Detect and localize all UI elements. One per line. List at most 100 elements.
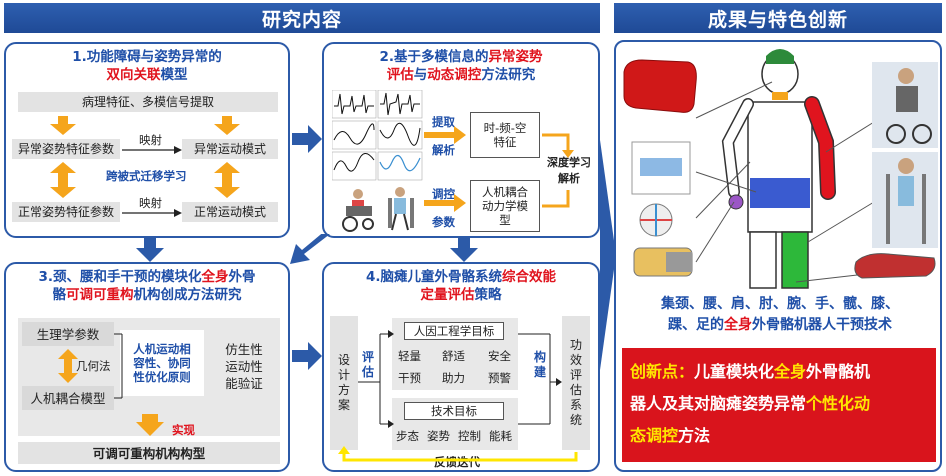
principle-box: 人机运动相 容性、协同 性优化原则: [120, 330, 204, 396]
panel-1-arrows: [50, 116, 240, 217]
panel-3: 3.颈、腰和手干预的模块化全身外骨 骼可调可重构机构创成方法研究 生理学参数 几…: [4, 262, 290, 472]
bionic-box: 仿生性 运动性 能验证: [214, 338, 274, 394]
panel-1-title-red: 双向关联: [106, 67, 161, 83]
dynamics-model-text: 人机耦合 动力学模 型: [482, 185, 528, 227]
panel-3-title-post: 外骨: [228, 269, 256, 285]
feature-box: 时-频-空 特征: [470, 112, 540, 158]
panel-3-title-red: 全身: [201, 269, 229, 285]
panel-1-title-blue: 模型: [160, 67, 188, 83]
panel-2-title-red2: 评估: [386, 67, 414, 83]
panel-3-title-line1: 3.颈、腰和手干预的模块化全身外骨: [6, 268, 288, 286]
dynamics-model-box: 人机耦合 动力学模 型: [470, 180, 540, 232]
exoskeleton-photos: [342, 187, 414, 232]
right-header-text: 成果与特色创新: [707, 8, 848, 31]
hm-model-text: 人机耦合模型: [30, 390, 106, 406]
result-line2-red: 全身: [724, 317, 752, 333]
eval-system-box: 功 效 评 估 系 统: [562, 316, 590, 450]
ergonomic-title-text: 人因工程学目标: [413, 324, 495, 338]
innovation-box: 创新点：儿童模块化全身外骨骼机 器人及其对脑瘫姿势异常个性化动 态调控方法: [622, 348, 936, 462]
body-exoskeleton-figure: [623, 49, 938, 289]
feature-box-text: 时-频-空 特征: [483, 121, 527, 149]
ergo-item-1: 舒适: [442, 349, 465, 363]
result-summary: 集颈、腰、肩、肘、腕、手、髋、膝、 踝、足的全身外骨骼机器人干预技术: [624, 294, 936, 336]
panel-3-title-pre2: 骼: [52, 287, 67, 303]
design-plan-text: 设 计 方 案: [337, 353, 350, 412]
panel-2-title-line2: 评估与动态调控方法研究: [324, 66, 598, 84]
panel-2-title-post: 方法研究: [481, 67, 536, 83]
result-line2: 踝、足的全身外骨骼机器人干预技术: [624, 315, 936, 336]
content-to-results-arrow: [600, 140, 616, 370]
control-label: 调控: [432, 187, 455, 201]
extract-label: 提取: [432, 115, 455, 129]
deep-learning-label: 深度学习 解析: [542, 154, 596, 186]
normal-motion-text: 正常运动模式: [193, 204, 266, 219]
panel-4-title-post: 策略: [474, 287, 502, 303]
panel-1-title-line1: 1.功能障碍与姿势异常的: [72, 49, 222, 65]
panel-3-title-line2: 骼可调可重构机构创成方法研究: [6, 286, 288, 304]
innovation-l1-highlight: 全身: [774, 362, 807, 381]
normal-pose-box: 正常姿势特征参数: [12, 202, 120, 222]
abnormal-pose-box: 异常姿势特征参数: [12, 139, 120, 159]
transfer-learning-label: 跨被式迁移学习: [106, 169, 187, 183]
innovation-l1b: 外骨骼机: [806, 362, 871, 381]
tech-title-box: 技术目标: [404, 402, 504, 420]
panel-4-arrows: [338, 330, 578, 462]
panel-1-to-3-arrow: [136, 236, 164, 262]
panel-4-title: 4.脑瘫儿童外骨骼系统综合效能 定量评估策略: [324, 268, 598, 304]
result-line1: 集颈、腰、肩、肘、腕、手、髋、膝、: [661, 296, 899, 312]
signal-extract-text: 病理特征、多模信号提取: [81, 94, 214, 109]
panel-4-title-red: 综合效能: [502, 269, 557, 285]
ergo-item-3: 干预: [398, 371, 421, 385]
evaluate-label: 评 估: [362, 350, 374, 380]
panel-2-title: 2.基于多模信息的异常姿势 评估与动态调控方法研究: [324, 48, 598, 84]
physio-param-box: 生理学参数: [22, 322, 114, 346]
panel-2-title-red: 异常姿势: [488, 49, 543, 65]
panel-4: 4.脑瘫儿童外骨骼系统综合效能 定量评估策略 设 计 方 案 评 估 人因工程学…: [322, 262, 600, 472]
tech-item-3: 能耗: [489, 429, 512, 443]
panel-3-title-red2: 可调可重构: [66, 287, 134, 303]
reconfig-text: 可调可重构机构构型: [92, 445, 206, 461]
panel-3-arrows: [58, 333, 164, 436]
ergo-item-2: 安全: [488, 349, 511, 363]
realize-label: 实现: [172, 423, 195, 437]
panel-1-title: 1.功能障碍与姿势异常的 双向关联模型: [6, 48, 288, 84]
panel-4-title-line2: 定量评估策略: [324, 286, 598, 304]
bionic-text: 仿生性 运动性 能验证: [225, 341, 263, 391]
hm-model-box: 人机耦合模型: [22, 386, 114, 410]
innovation-label: 创新点：: [630, 362, 695, 381]
build-label: 构 建: [534, 350, 546, 380]
panel-2: 2.基于多模信息的异常姿势 评估与动态调控方法研究 提取 解析 时-频-空 特征…: [322, 42, 600, 238]
map-label-1: 映射: [139, 133, 162, 147]
innovation-l3b: 方法: [678, 426, 711, 445]
normal-motion-box: 正常运动模式: [182, 202, 278, 222]
reconfig-box: 可调可重构机构构型: [18, 442, 280, 464]
design-plan-box: 设 计 方 案: [330, 316, 358, 450]
panel-1: 1.功能障碍与姿势异常的 双向关联模型 病理特征、多模信号提取 异常姿势特征参数…: [4, 42, 290, 238]
panel-4-title-red2: 定量评估: [420, 287, 475, 303]
tech-item-1: 姿势: [427, 429, 450, 443]
ergo-item-5: 预警: [488, 371, 511, 385]
tech-title-text: 技术目标: [431, 404, 477, 418]
panel-2-to-4-arrow: [450, 236, 478, 262]
deep-learning-text: 深度学习 解析: [547, 156, 591, 185]
right-header: 成果与特色创新: [614, 3, 942, 33]
principle-text: 人机运动相 容性、协同 性优化原则: [133, 342, 191, 384]
panel-2-title-red3: 动态调控: [427, 67, 482, 83]
signal-extract-box: 病理特征、多模信号提取: [18, 92, 278, 112]
panel-1-to-2-arrow: [292, 125, 322, 153]
physio-param-text: 生理学参数: [36, 326, 100, 342]
innovation-l3-highlight: 态调控: [630, 426, 679, 445]
panel-3-title: 3.颈、腰和手干预的模块化全身外骨 骼可调可重构机构创成方法研究: [6, 268, 288, 304]
ergo-item-4: 助力: [442, 371, 465, 385]
evaluate-text: 评 估: [362, 350, 375, 379]
abnormal-motion-box: 异常运动模式: [182, 139, 278, 159]
abnormal-pose-text: 异常姿势特征参数: [17, 141, 114, 156]
result-line2-pre: 踝、足的: [668, 317, 724, 333]
panel-4-title-pre: 4.脑瘫儿童外骨骼系统: [365, 269, 503, 285]
panel-2-arrows: [424, 126, 574, 212]
tech-item-0: 步态: [396, 429, 419, 443]
ergo-item-0: 轻量: [398, 349, 421, 363]
innovation-line2: 器人及其对脑瘫姿势异常个性化动: [630, 388, 928, 420]
eval-system-text: 功 效 评 估 系 统: [569, 338, 582, 427]
innovation-l1a: 儿童模块化: [694, 362, 775, 381]
